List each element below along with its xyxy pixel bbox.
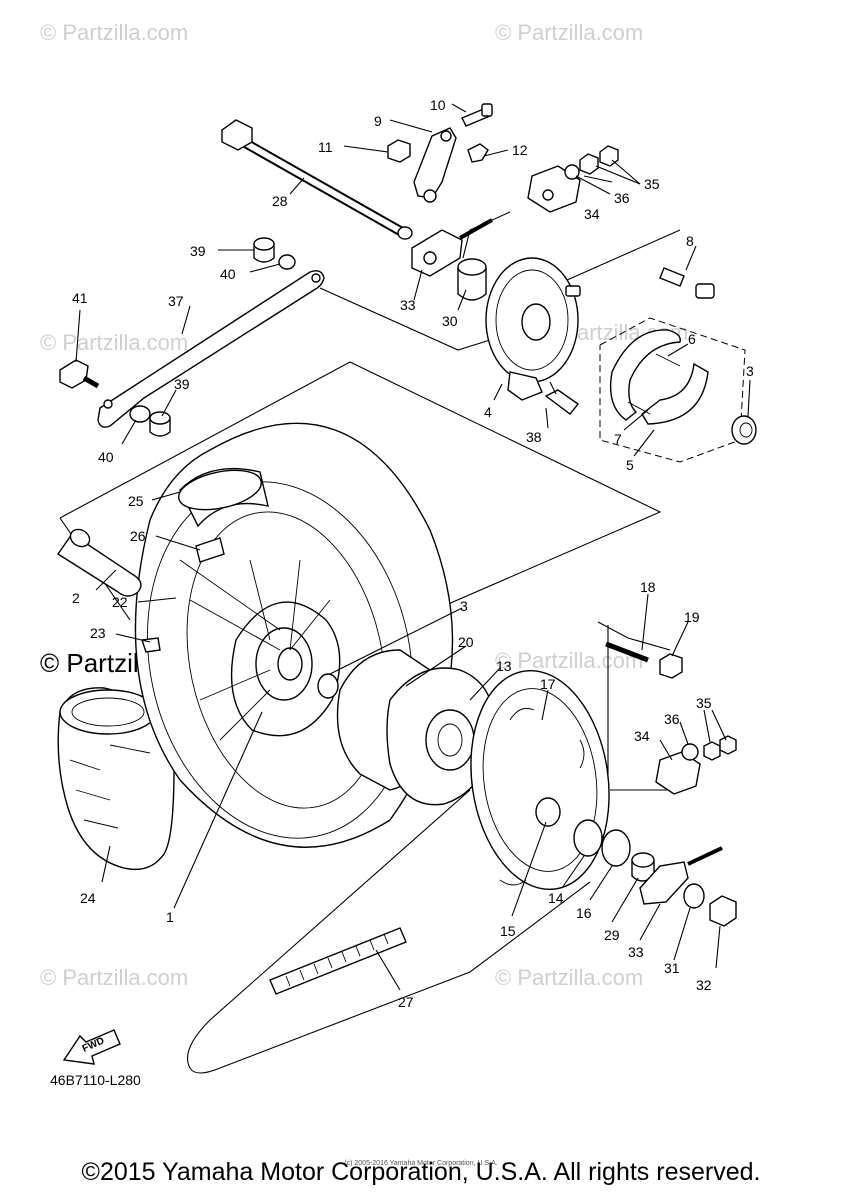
adjuster-right — [605, 641, 737, 795]
watermark: © Partzilla.com — [40, 330, 188, 355]
axle-adjuster-left — [253, 218, 493, 301]
callout-28: 28 — [272, 193, 288, 209]
callout-24: 24 — [80, 890, 96, 906]
callouts: 10 9 11 12 35 36 34 28 8 39 40 41 37 33 … — [72, 97, 754, 1010]
callout-1: 1 — [166, 909, 174, 925]
callout-38: 38 — [526, 429, 542, 445]
callout-31: 31 — [664, 960, 680, 976]
callout-34: 34 — [584, 206, 600, 222]
callout-4: 4 — [484, 404, 492, 420]
callout-3: 3 — [746, 363, 754, 379]
callout-27: 27 — [398, 994, 414, 1010]
watermark: © Partzilla.com — [495, 648, 643, 673]
watermark: © Partzilla.com — [495, 965, 643, 990]
watermark: © Partzilla.com — [40, 20, 188, 45]
callout-36: 36 — [664, 711, 680, 727]
callout-13: 13 — [496, 658, 512, 674]
callout-8: 8 — [686, 233, 694, 249]
drive-chain — [186, 789, 591, 1074]
callout-37: 37 — [168, 293, 184, 309]
callout-7: 7 — [614, 431, 622, 447]
callout-16: 16 — [576, 905, 592, 921]
rear-axle — [221, 119, 413, 240]
callout-18: 18 — [640, 579, 656, 595]
callout-34: 34 — [634, 728, 650, 744]
torque-arm — [59, 270, 325, 437]
callout-19: 19 — [684, 609, 700, 625]
callout-14: 14 — [548, 890, 564, 906]
callout-30: 30 — [442, 313, 458, 329]
brake-cam-lever-group — [387, 103, 493, 203]
sprocket-hub — [317, 649, 495, 806]
brake-shoes — [609, 267, 757, 445]
callout-25: 25 — [128, 493, 144, 509]
hub-bearings — [573, 819, 737, 927]
watermarks: © Partzilla.com © Partzilla.com © Partzi… — [40, 20, 688, 990]
callout-17: 17 — [540, 676, 556, 692]
callout-15: 15 — [500, 923, 516, 939]
spacer — [57, 528, 142, 597]
rear-tire — [57, 687, 175, 871]
callout-20: 20 — [458, 634, 474, 650]
callout-40: 40 — [220, 266, 236, 282]
callout-29: 29 — [604, 927, 620, 943]
callout-22: 22 — [112, 594, 128, 610]
callout-10: 10 — [430, 97, 446, 113]
callout-5: 5 — [626, 457, 634, 473]
brake-shoe-plate — [485, 257, 581, 415]
callout-26: 26 — [130, 528, 146, 544]
leader-lines — [75, 103, 751, 991]
callout-33: 33 — [628, 944, 644, 960]
diagram-code: 46B7110-L280 — [50, 1072, 141, 1088]
watermark: © Partzilla.com — [40, 965, 188, 990]
callout-9: 9 — [374, 113, 382, 129]
callout-39: 39 — [174, 376, 190, 392]
callout-6: 6 — [688, 331, 696, 347]
callout-35: 35 — [696, 695, 712, 711]
callout-2: 2 — [72, 590, 80, 606]
callout-11: 11 — [318, 139, 333, 155]
callout-41: 41 — [72, 290, 88, 306]
watermark: © Partzilla.com — [495, 20, 643, 45]
copyright-footer: ©2015 Yamaha Motor Corporation, U.S.A. A… — [81, 1158, 761, 1186]
small-copyright: (c) 2005-2016 Yamaha Motor Corporation, … — [344, 1160, 498, 1167]
callout-33: 33 — [400, 297, 416, 313]
callout-40: 40 — [98, 449, 114, 465]
callout-12: 12 — [512, 142, 528, 158]
fwd-arrow-icon: FWD — [62, 1029, 121, 1065]
callout-35: 35 — [644, 176, 660, 192]
callout-39: 39 — [190, 243, 206, 259]
callout-23: 23 — [90, 625, 106, 641]
callout-36: 36 — [614, 190, 630, 206]
callout-32: 32 — [696, 977, 712, 993]
callout-3: 3 — [460, 598, 468, 614]
axle-adjuster-top — [527, 145, 619, 213]
